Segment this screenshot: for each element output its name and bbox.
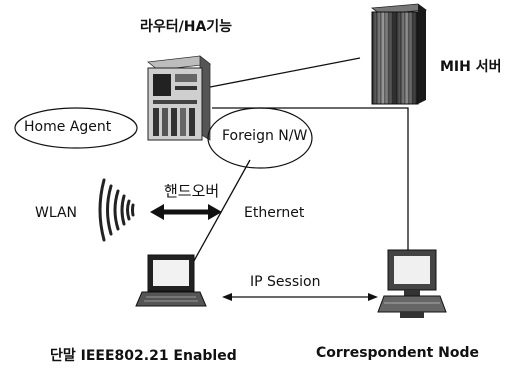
ip-session-arrowhead-left xyxy=(222,293,232,301)
foreign-nw-label: Foreign N/W xyxy=(222,128,308,144)
desktop-computer-icon xyxy=(377,249,447,318)
handover-arrow xyxy=(150,204,222,220)
router-label: 라우터/HA기능 xyxy=(140,19,233,35)
ethernet-label: Ethernet xyxy=(244,205,305,221)
home-agent-ellipse xyxy=(14,107,138,149)
mih-server-icon xyxy=(370,3,428,105)
handover-label: 핸드오버 xyxy=(164,182,220,200)
terminal-label: 단말 IEEE802.21 Enabled xyxy=(50,348,237,364)
wlan-wave-icon xyxy=(98,178,135,242)
mih-server-label: MIH 서버 xyxy=(440,59,502,75)
wlan-label: WLAN xyxy=(35,205,78,221)
router-to-mih-line xyxy=(204,57,361,89)
correspondent-node-label: Correspondent Node xyxy=(316,345,480,361)
foreign-nw-ellipse xyxy=(207,107,313,169)
home-agent-label: Home Agent xyxy=(24,119,112,135)
connection-lines xyxy=(189,57,409,301)
router-to-terminal-line xyxy=(189,159,251,269)
router-to-correspondent-line xyxy=(212,107,409,250)
ip-session-arrowhead-right xyxy=(368,293,378,301)
laptop-icon xyxy=(135,254,207,307)
router-icon xyxy=(147,55,211,141)
ip-session-label: IP Session xyxy=(250,274,321,290)
